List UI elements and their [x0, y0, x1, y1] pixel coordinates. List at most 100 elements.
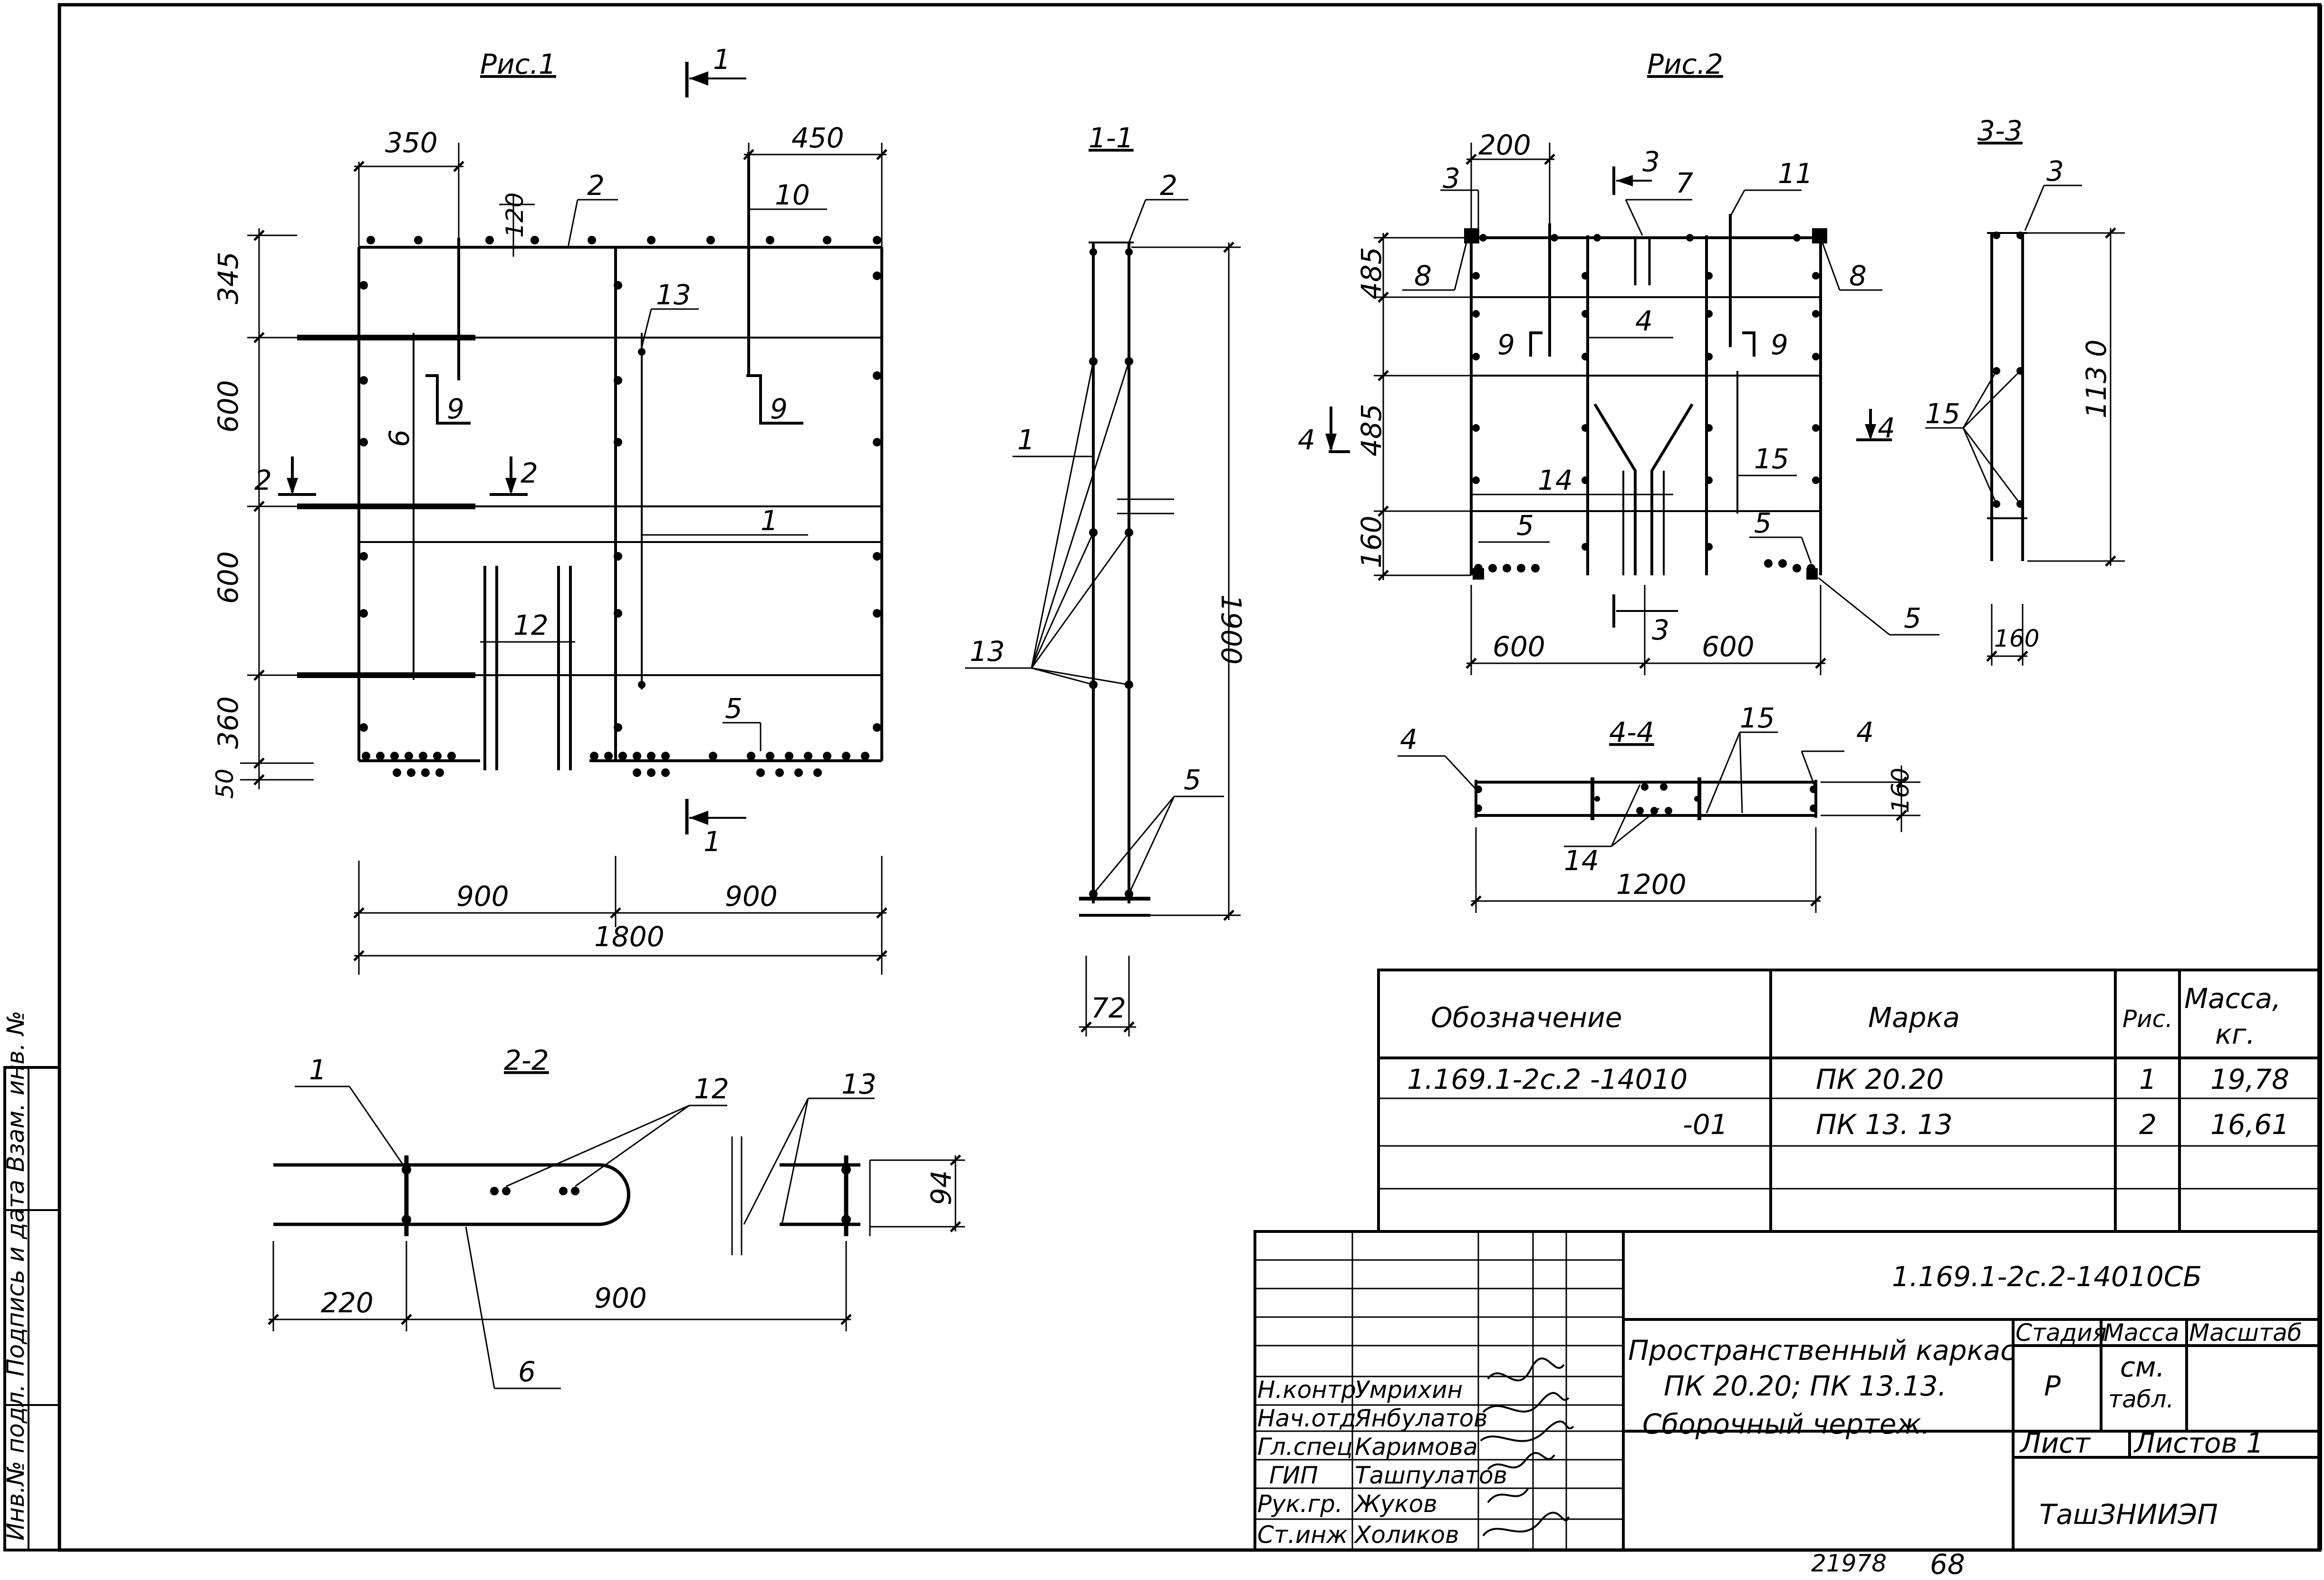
- sec11-label-5: 5: [1184, 764, 1201, 796]
- sec22-label-13: 13: [841, 1068, 877, 1100]
- stamp-scale-label: Масштаб: [2189, 1319, 2302, 1347]
- fig1-dimension-ticks: [253, 149, 887, 961]
- specification-table: Обозначение Марка Рис. Масса, кг. 1.169.…: [1377, 969, 2321, 1233]
- fig2-dim-200: 200: [1478, 129, 1531, 161]
- spec-header-mass: Масса,: [2184, 982, 2281, 1015]
- spec-row2-mass: 16,61: [2210, 1108, 2289, 1141]
- fig1-label-13: 13: [656, 279, 691, 311]
- stamp-mass-value-2: табл.: [2108, 1386, 2174, 1413]
- sec11-dim-1900: 1900: [1215, 594, 1247, 665]
- fig2-dim-160: 160: [1355, 515, 1388, 568]
- fig1-dim-345: 345: [212, 252, 244, 304]
- spec-header-mark: Марка: [1868, 1001, 1960, 1034]
- spec-header-fig: Рис.: [2122, 1005, 2173, 1033]
- fig1-cut-label-bottom: 1: [704, 825, 721, 858]
- sec44-dim-160: 160: [1887, 768, 1914, 813]
- section-3-3: 3-3 3 15 113 0 160: [1925, 115, 2125, 666]
- sec33-label-15: 15: [1925, 397, 1960, 430]
- stamp-role-1: Н.контр: [1257, 1376, 1356, 1404]
- fig2-label-9-left: 9: [1497, 329, 1515, 361]
- sec33-dim-1130: 113 0: [2080, 339, 2112, 418]
- sec33-title: 3-3: [1977, 115, 2023, 147]
- sec11-title: 1-1: [1089, 122, 1134, 154]
- sec44-title: 4-4: [1609, 716, 1654, 748]
- fig2-label-5-left: 5: [1516, 509, 1534, 542]
- fig2-title: Рис.2: [1647, 48, 1723, 80]
- footer-archive-number: 21978: [1811, 1550, 1887, 1577]
- stamp-name-3: Каримова: [1355, 1433, 1478, 1461]
- fig2-label-3-top: 3: [1642, 145, 1660, 178]
- sec22-dim-900: 900: [594, 1282, 647, 1314]
- spec-row1-designation: 1.169.1-2с.2 -14010: [1407, 1063, 1688, 1095]
- fig1-section-2-arrow-right: [505, 478, 517, 494]
- sec44-dim-1200: 1200: [1616, 868, 1687, 901]
- spec-header-mass-unit: кг.: [2215, 1018, 2255, 1050]
- section-2-2: 2-2: [268, 1044, 965, 1389]
- fig2-label-7: 7: [1676, 167, 1693, 199]
- sec11-label-2: 2: [1160, 169, 1177, 202]
- stamp-sheets-label: Листов 1: [2133, 1427, 2264, 1459]
- fig1-dim-50: 50: [211, 768, 239, 799]
- sec11-dim-72: 72: [1091, 992, 1126, 1024]
- fig1-dim-600b: 600: [212, 551, 244, 604]
- fig1-dim-600a: 600: [212, 380, 244, 433]
- stamp-people: Н.контр Умрихин Нач.отд Янбулатов Гл.спе…: [1257, 1376, 1507, 1549]
- title-block: 1.169.1-2с.2-14010СБ Пространственный ка…: [1254, 1230, 2321, 1551]
- figure-2: Рис.2: [1298, 48, 1939, 675]
- stamp-role-6: Ст.инж: [1257, 1521, 1348, 1549]
- fig1-dim-450: 450: [791, 122, 844, 154]
- fig2-label-5-right: 5: [1754, 507, 1772, 539]
- spec-row2-designation: -01: [1683, 1108, 1728, 1141]
- fig1-label-12: 12: [513, 609, 549, 641]
- figure-1: Рис.1 1 1: [211, 43, 887, 975]
- sec22-label-12: 12: [694, 1073, 729, 1105]
- stamp-title-line-2: ПК 20.20; ПК 13.13.: [1664, 1370, 1947, 1402]
- sec22-dim-220: 220: [321, 1287, 374, 1319]
- stamp-mass-label: Масса: [2103, 1319, 2179, 1347]
- fig2-dim-600b: 600: [1702, 630, 1755, 663]
- fig1-label-6: 6: [383, 429, 415, 447]
- stamp-role-2: Нач.отд: [1257, 1405, 1356, 1432]
- stamp-name-4: Ташпулатов: [1355, 1462, 1507, 1489]
- stamp-title-line-1: Пространственный каркас: [1628, 1334, 2015, 1367]
- fig2-label-4: 4: [1635, 305, 1653, 337]
- sec22-label-1: 1: [309, 1054, 327, 1086]
- spec-row1-mark: ПК 20.20: [1816, 1063, 1944, 1095]
- fig1-label-10: 10: [775, 179, 810, 211]
- fig2-dim-485b: 485: [1355, 404, 1388, 456]
- stamp-role-4: ГИП: [1269, 1462, 1318, 1489]
- fig2-label-8-right: 8: [1849, 260, 1867, 292]
- fig1-cut-mark-top: 1: [685, 43, 746, 97]
- fig1-rebar-dots: [359, 236, 881, 777]
- fig2-label-14: 14: [1538, 464, 1573, 496]
- stamp-name-1: Умрихин: [1355, 1376, 1463, 1404]
- section-1-1: 1-1: [965, 122, 1247, 1037]
- fig1-label-1: 1: [761, 504, 778, 537]
- margin-stamp-text: Инв.№ подл. Подпись и дата Взам. инв. №: [2, 1011, 29, 1541]
- fig2-dim-600a: 600: [1493, 630, 1545, 663]
- stamp-name-2: Янбулатов: [1354, 1405, 1488, 1432]
- fig2-label-9-right: 9: [1771, 329, 1788, 361]
- fig2-label-11: 11: [1778, 157, 1813, 190]
- fig1-dim-900b: 900: [725, 880, 778, 912]
- fig1-hook-9: [425, 374, 803, 425]
- fig1-dimensions: [240, 143, 887, 975]
- fig1-section-2-arrow-left: [287, 478, 298, 494]
- sec44-label-4-left: 4: [1400, 723, 1418, 756]
- footer-page-number: 68: [1930, 1548, 1965, 1580]
- stamp-stage-label: Стадия: [2015, 1319, 2107, 1347]
- stamp-signatures: [1480, 1357, 1574, 1537]
- fig1-dim-350: 350: [385, 126, 438, 159]
- fig1-cut-label-top: 1: [713, 43, 731, 76]
- fig1-label-9a: 9: [447, 393, 464, 425]
- fig2-label-4-right: 4: [1878, 412, 1895, 444]
- sec44-label-15: 15: [1740, 702, 1775, 734]
- fig1-section-2-marks: [278, 456, 528, 496]
- sec11-label-1: 1: [1017, 424, 1035, 456]
- sec22-dim-94: 94: [925, 1170, 957, 1205]
- stamp-role-3: Гл.спец: [1257, 1433, 1353, 1461]
- fig1-dim-1800: 1800: [594, 921, 665, 953]
- fig1-dim-900a: 900: [456, 880, 509, 912]
- spec-row1-mass: 19,78: [2210, 1063, 2289, 1095]
